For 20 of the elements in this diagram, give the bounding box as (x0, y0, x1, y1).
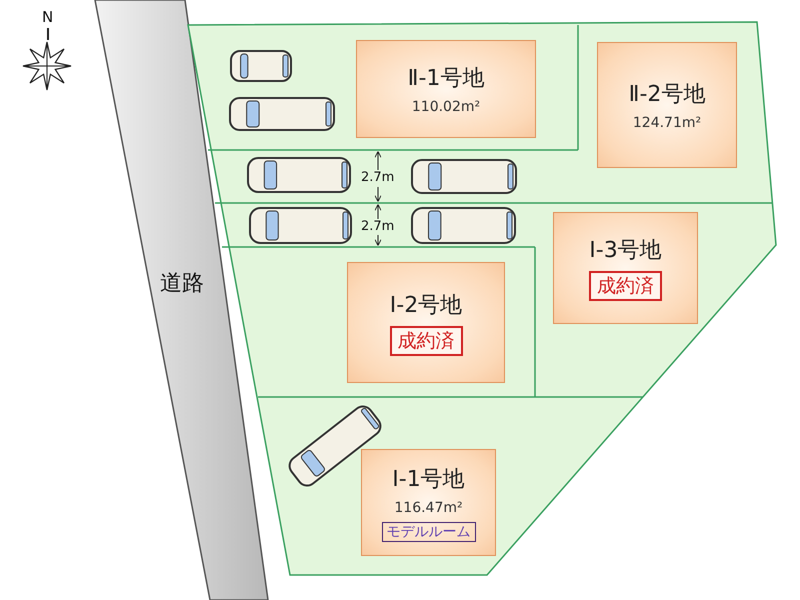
sold-stamp: 成約済 (390, 326, 462, 356)
house-lot-box (361, 449, 496, 556)
lot-number: Ⅰ-2号地 (390, 292, 462, 320)
lot-number: Ⅰ-1号地 (392, 466, 465, 494)
road-label: 道路 (160, 270, 204, 298)
sold-stamp: 成約済 (589, 271, 662, 301)
area-text: 110.02m² (412, 99, 480, 115)
compass-north-label: N (42, 8, 54, 26)
area-text: 116.47m² (394, 500, 463, 516)
house-lot-box (356, 40, 536, 138)
dimension-label: 2.7m (361, 219, 394, 234)
lot-number: Ⅰ-3号地 (589, 237, 662, 265)
model-room-badge: モデルルーム (382, 522, 476, 542)
dimension-label: 2.7m (361, 170, 394, 185)
house-lot-box (347, 262, 505, 383)
house-lot-box (553, 212, 698, 324)
lot-number: Ⅱ-1号地 (408, 65, 484, 93)
area-text: 124.71m² (632, 115, 702, 131)
house-lot-box (597, 42, 737, 168)
lot-number: Ⅱ-2号地 (628, 81, 706, 109)
